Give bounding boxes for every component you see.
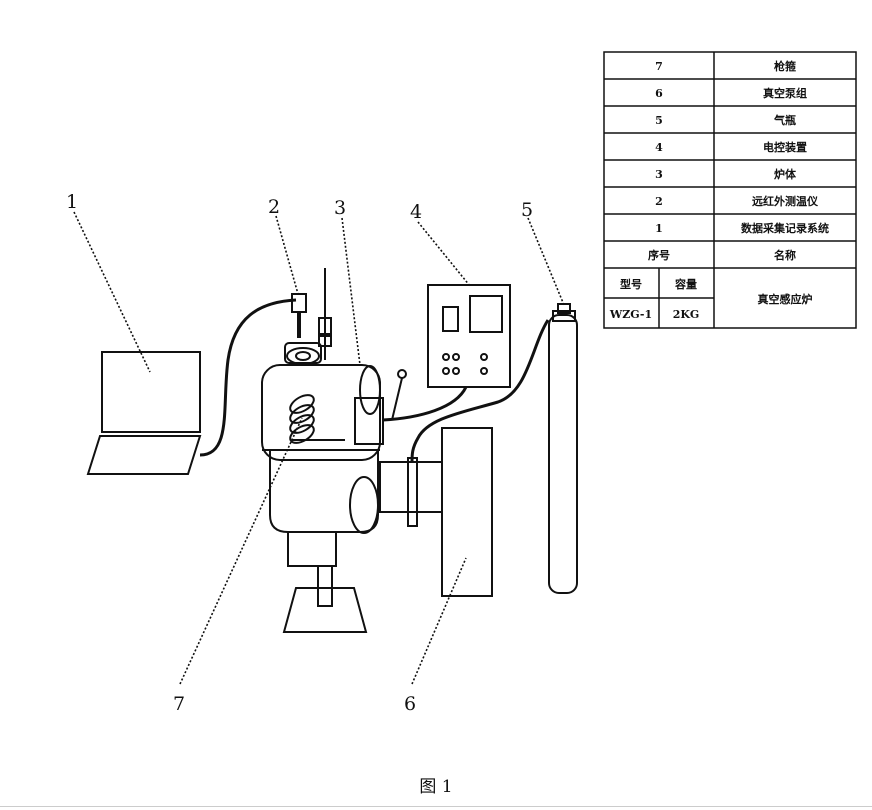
- induction-coil: [289, 394, 315, 444]
- leader-lines: [73, 211, 565, 685]
- gas-line: [410, 319, 550, 463]
- table-spec-capacity-value: 2KG: [673, 308, 700, 321]
- callout-7: 7: [173, 693, 185, 715]
- furnace-stand: [282, 531, 368, 633]
- table-spec-model-value: WZG-1: [609, 308, 652, 321]
- table-device-name: 真空感应炉: [758, 292, 813, 306]
- table-row-2-number: 2: [655, 195, 663, 208]
- laptop-computer: [86, 351, 202, 475]
- table-row-3-number: 3: [655, 168, 663, 181]
- table-row-4-number: 4: [655, 141, 663, 154]
- table-row-2-name: 远红外测温仪: [752, 194, 819, 208]
- control-unit: [427, 284, 511, 388]
- furnace-body: [261, 364, 384, 534]
- callout-1: 1: [66, 191, 78, 213]
- table-spec-model-label: 型号: [620, 277, 642, 291]
- sight-port: [284, 342, 322, 365]
- table-row-4-name: 电控装置: [763, 140, 807, 154]
- vacuum-pump-unit: [441, 427, 493, 597]
- cable-control-to-furnace: [382, 386, 468, 422]
- table-header-name: 名称: [774, 248, 796, 262]
- table-row-3-name: 炉体: [774, 167, 797, 181]
- table-row-7-number: 7: [655, 60, 663, 73]
- callout-3: 3: [334, 197, 346, 219]
- table-row-5-number: 5: [655, 114, 663, 127]
- vacuum-pipe: [379, 457, 443, 527]
- table-row-1-name: 数据采集记录系统: [741, 221, 829, 235]
- table-row-6-number: 6: [655, 87, 663, 100]
- callout-5: 5: [521, 199, 533, 221]
- callout-6: 6: [404, 693, 416, 715]
- table-row-1-number: 1: [655, 222, 663, 235]
- apparatus-diagram: 1 2 3 4 5 6 7 7 枪箍 6 真空泵组 5 气瓶 4 电控装置 3 …: [66, 51, 857, 715]
- table-spec-capacity-label: 容量: [674, 277, 697, 291]
- table-row-5-name: 气瓶: [773, 113, 796, 127]
- table-row-6-name: 真空泵组: [763, 86, 807, 100]
- table-header-number: 序号: [648, 248, 670, 262]
- callout-2: 2: [268, 196, 280, 218]
- figure-caption: 图 1: [419, 777, 453, 797]
- gas-cylinder: [548, 303, 578, 594]
- callout-4: 4: [410, 201, 422, 223]
- valve: [391, 369, 407, 421]
- cable-laptop-to-thermometer: [199, 298, 297, 457]
- parts-table-grid: [603, 51, 857, 329]
- infrared-thermometer: [291, 268, 332, 360]
- page-bottom-rule: [0, 806, 872, 807]
- table-row-7-name: 枪箍: [774, 59, 796, 73]
